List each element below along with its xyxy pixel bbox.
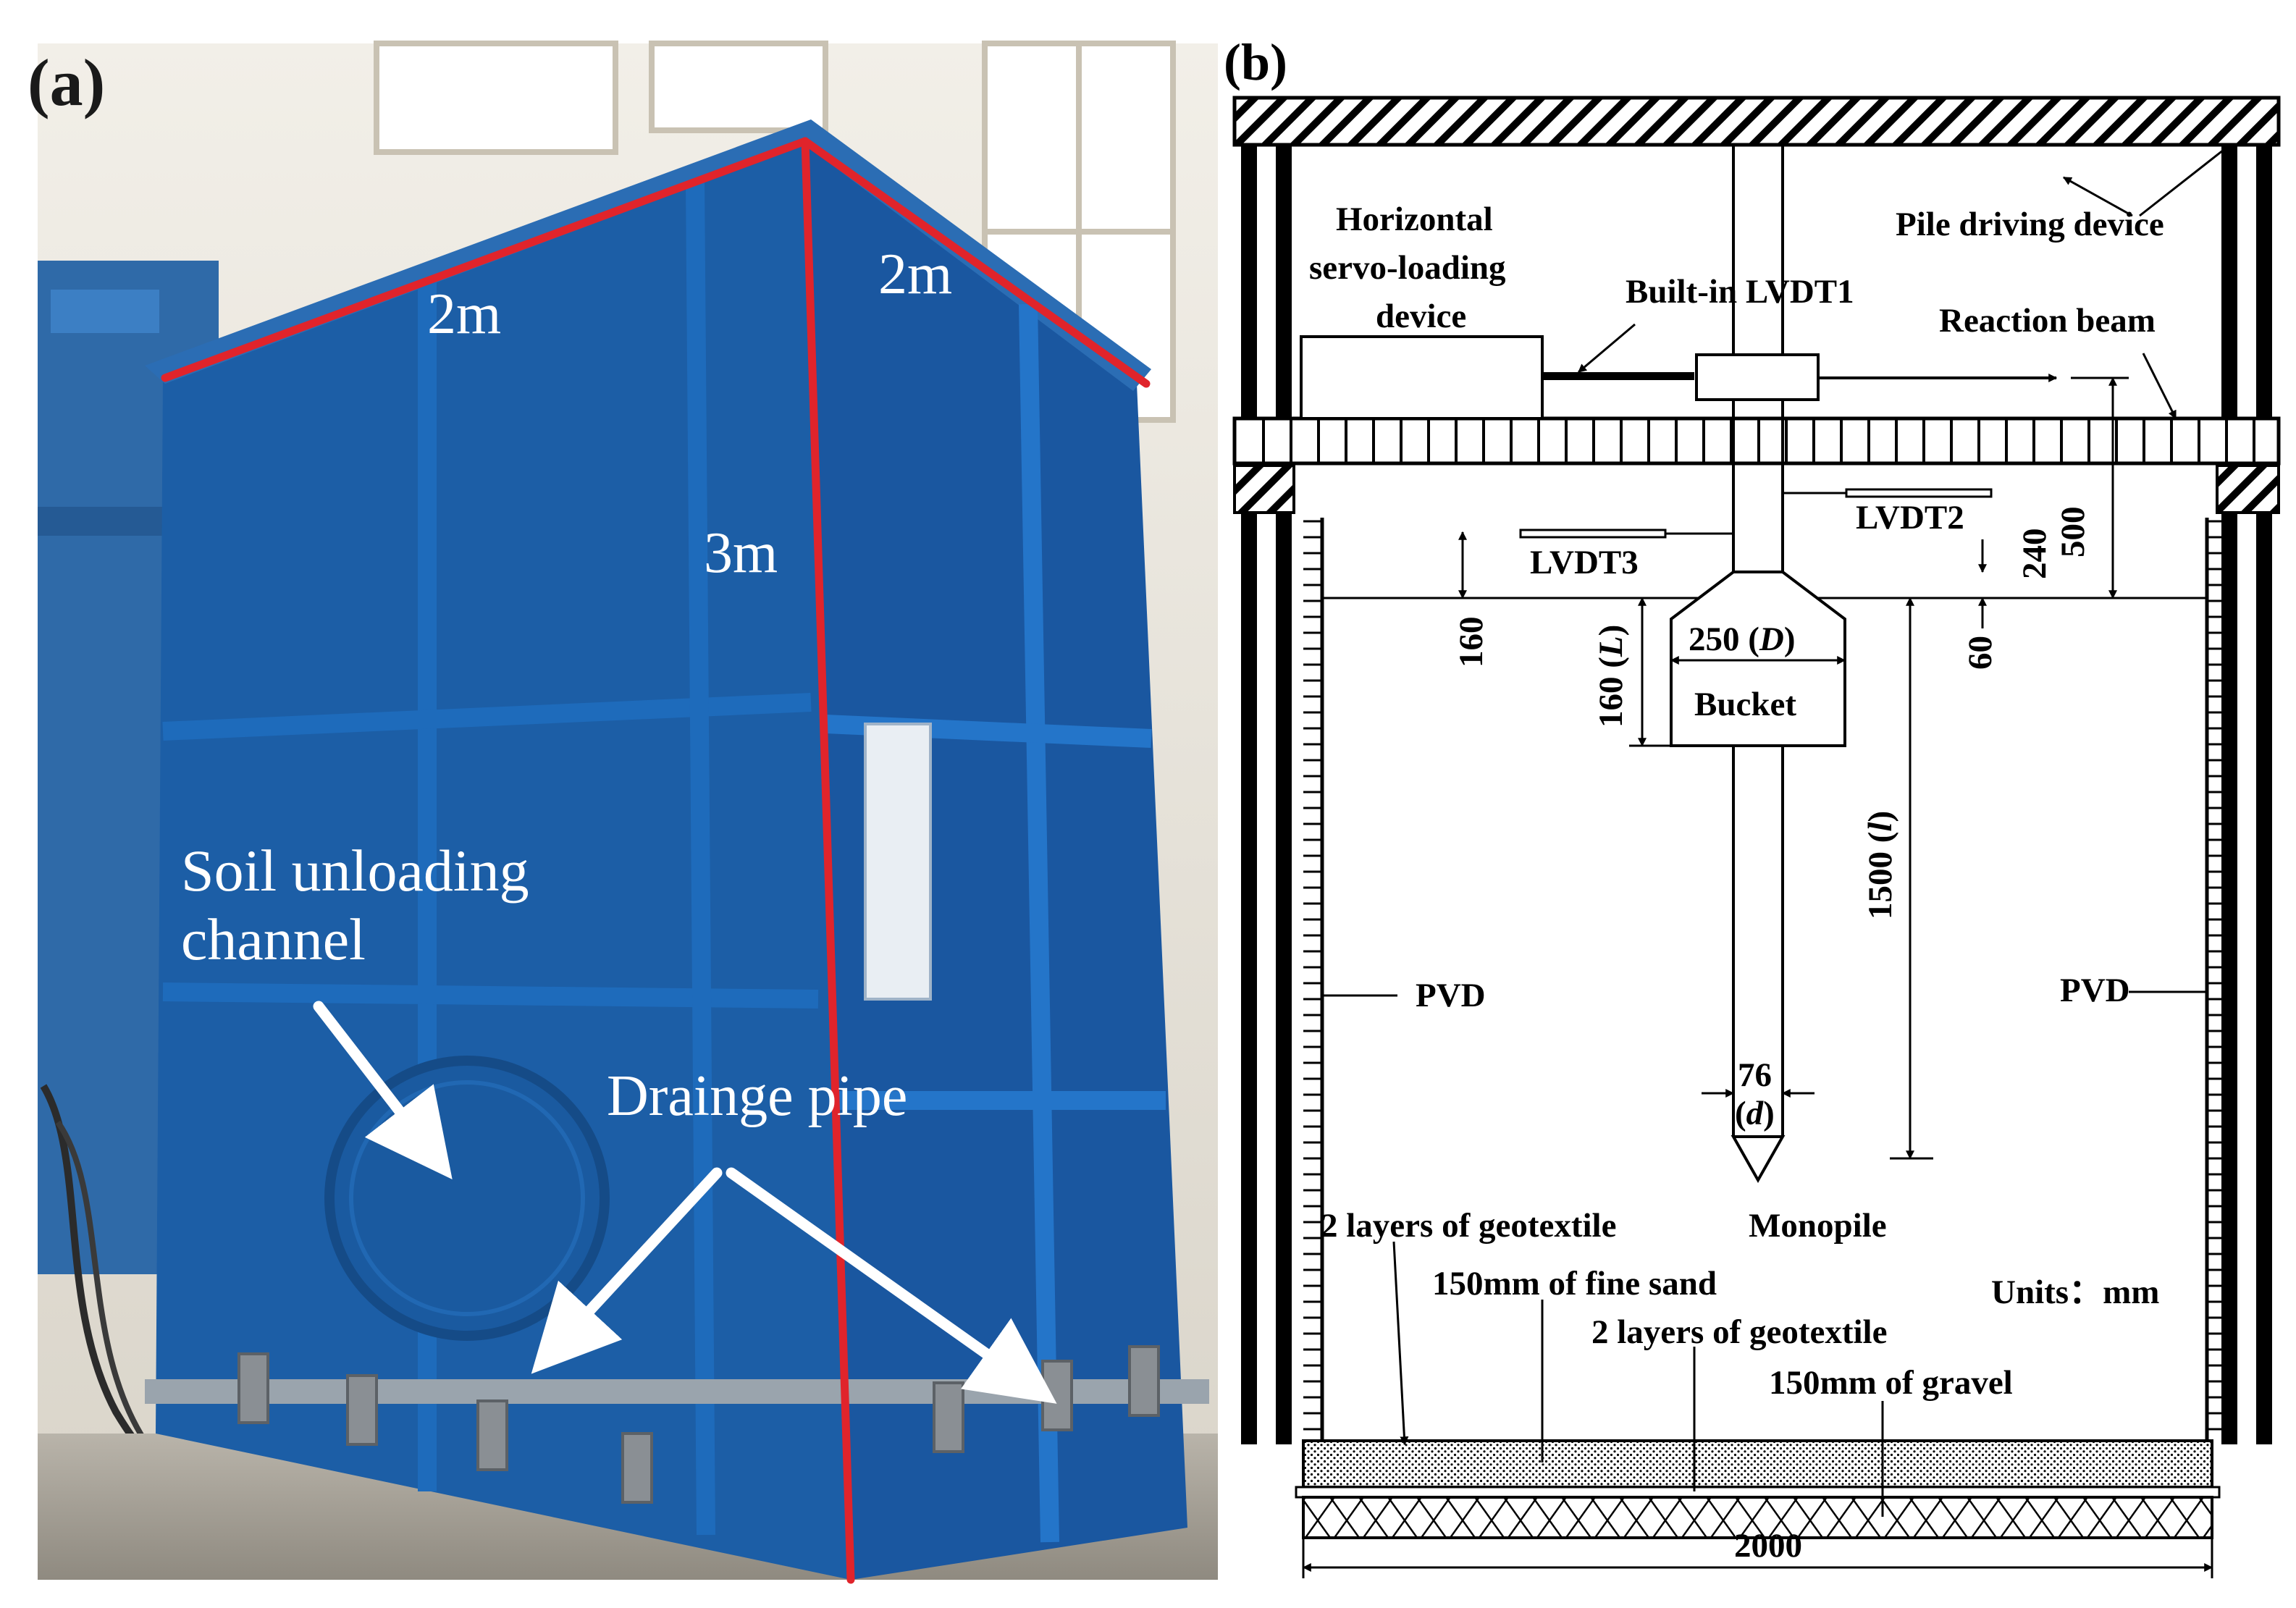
lvdt2-sensor: [1845, 488, 1993, 498]
lvdt1-label: Built-in LVDT1: [1626, 273, 1854, 311]
units-label: Units：mm: [1991, 1274, 2159, 1311]
dim-240-label: 240: [2016, 529, 2053, 580]
pvd-right-strip: [2207, 520, 2226, 1431]
width-dimension-label: 2m: [427, 282, 501, 346]
hatched-block-left: [1233, 464, 1295, 514]
soil-channel-arrow: [313, 1001, 453, 1179]
pvd-left-label: PVD: [1416, 977, 1486, 1014]
gravel-layer: [1302, 1496, 2213, 1539]
dim-250-label: 250 (D): [1689, 620, 1796, 658]
panel-a-photo: (a) 2m 2m 3m Soil unloading channel Drai…: [28, 41, 1218, 1584]
measure-lines: [161, 137, 1151, 1584]
dim-2000-label: 2000: [1734, 1527, 1802, 1565]
hatched-block-right: [2216, 464, 2280, 514]
measure-height-line: [801, 137, 855, 1584]
servo-label-line1: Horizontal: [1336, 201, 1493, 238]
lvdt3-sensor: [1519, 529, 1667, 539]
servo-label-line3: device: [1376, 298, 1466, 335]
pile-driving-device-label: Pile driving device: [1896, 206, 2164, 243]
top-plate: [1232, 96, 2281, 147]
servo-loading-device: [1300, 335, 1544, 420]
dim-d-label: (d): [1735, 1095, 1775, 1132]
tank-top-edge: [145, 119, 1151, 391]
dim-500-label: 500: [2054, 507, 2092, 558]
tank-side-face: [805, 134, 1187, 1580]
dim-160-left-label: 160: [1452, 617, 1490, 668]
actuator-rod: [1542, 372, 1694, 380]
panel-b-drawing: (b): [1224, 33, 2281, 1578]
dim-76-label: 76: [1738, 1056, 1772, 1094]
lvdt1-label-leader: [1578, 323, 1636, 374]
fine-sand-layer: [1302, 1439, 2213, 1489]
soil-channel-label-line2: channel: [181, 906, 366, 972]
panel-b-tag: (b): [1224, 33, 1287, 91]
lvdt2-label: LVDT2: [1856, 499, 1964, 536]
dim-160L-label: 160 (L): [1592, 625, 1630, 728]
fine-sand-label: 150mm of fine sand: [1432, 1265, 1717, 1302]
panel-a-tag: (a): [28, 46, 105, 119]
soil-channel-label-line1: Soil unloading: [181, 838, 529, 904]
lvdt3-label: LVDT3: [1530, 544, 1639, 581]
dim-60-label: 60: [1961, 636, 1999, 670]
height-dimension-label: 3m: [704, 521, 778, 585]
measure-depth-line: [801, 137, 1151, 388]
pvd-left-strip: [1303, 520, 1322, 1431]
servo-label-line2: servo-loading: [1309, 249, 1506, 287]
bucket-label: Bucket: [1694, 686, 1796, 723]
drainage-pipe-label: Drainge pipe: [607, 1064, 907, 1128]
drainage-arrow-left: [531, 1167, 723, 1374]
soil-channel-door: [324, 1056, 610, 1341]
geotextile-label-2: 2 layers of geotextile: [1591, 1313, 1887, 1351]
reaction-beam-label: Reaction beam: [1939, 302, 2156, 340]
gravel-label: 150mm of gravel: [1769, 1364, 2013, 1402]
drainage-valves: [237, 1345, 1160, 1504]
drainage-arrow-right: [726, 1167, 1057, 1404]
geotextile-strip: [1295, 1486, 2221, 1499]
dim-1500-label: 1500 (l): [1862, 811, 1899, 919]
depth-dimension-label: 2m: [878, 243, 952, 306]
lvdt1-body: [1695, 353, 1820, 401]
pvd-right-label: PVD: [2060, 972, 2130, 1009]
base-layer-leaders: [1392, 1241, 1884, 1517]
geotextile-label-1: 2 layers of geotextile: [1321, 1207, 1616, 1245]
measure-width-line: [161, 137, 810, 382]
reaction-beam: [1232, 416, 2281, 466]
pile-driving-leaders: [2062, 143, 2231, 420]
monopile-label: Monopile: [1749, 1207, 1887, 1245]
photo-arrows: [313, 1001, 1057, 1404]
notice-sheet: [864, 723, 932, 1001]
